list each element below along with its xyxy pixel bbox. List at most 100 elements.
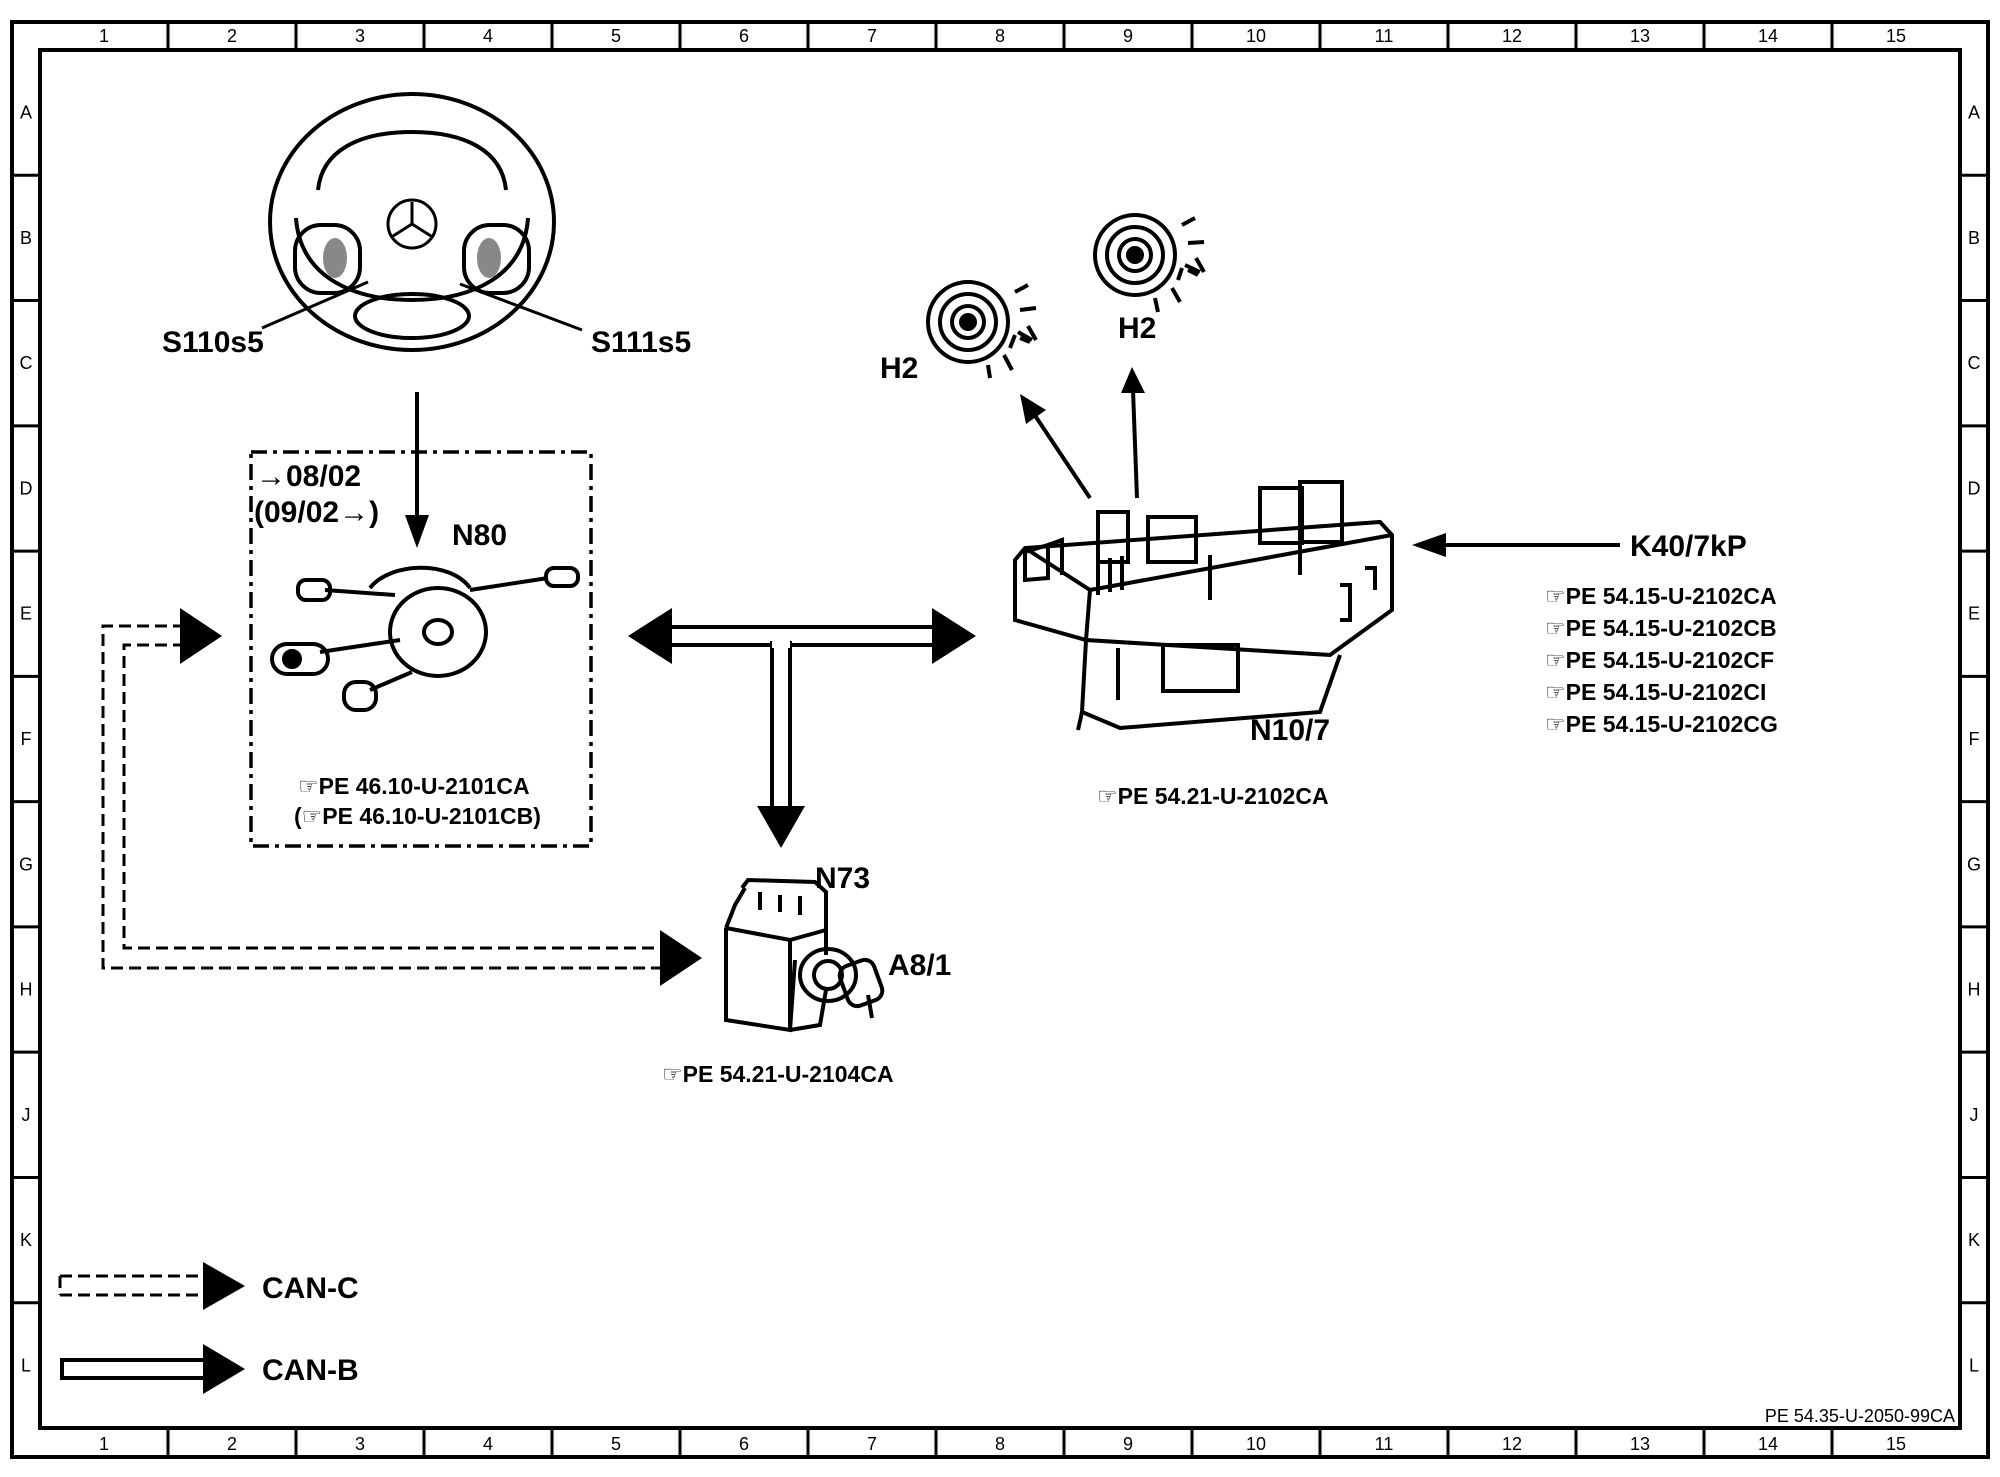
n10-to-h2-right-arrow: [1121, 367, 1145, 499]
n10-to-h2-left-arrow: [1020, 394, 1092, 500]
grid-column-label-top: 15: [1886, 26, 1906, 46]
grid-row-label-left: E: [20, 604, 32, 624]
n80-label: N80: [452, 519, 507, 552]
grid-row-label-right: L: [1969, 1355, 1979, 1375]
a8-1-label: A8/1: [888, 949, 951, 982]
grid-row-label-right: F: [1969, 729, 1980, 749]
n80-ref1: ☞PE 46.10-U-2101CA: [298, 773, 530, 799]
grid-row-label-left: H: [20, 980, 33, 1000]
k40-7kp-reference: ☞PE 54.15-U-2102CI: [1545, 679, 1766, 705]
can-b-bus: [628, 608, 976, 848]
n80-ref2: (☞PE 46.10-U-2101CB): [294, 803, 541, 829]
grid-column-label-top: 14: [1758, 26, 1778, 46]
k40-7kp-reference: ☞PE 54.15-U-2102CA: [1545, 583, 1777, 609]
grid-column-label-top: 2: [227, 26, 237, 46]
grid-column-label-top: 3: [355, 26, 365, 46]
grid-column-label-top: 6: [739, 26, 749, 46]
grid-column-label-top: 10: [1246, 26, 1266, 46]
grid-column-label-top: 4: [483, 26, 493, 46]
n80-variant-box: [249, 450, 593, 848]
wheel-to-n80-arrow: [405, 392, 429, 548]
grid-row-label-right: B: [1968, 228, 1980, 248]
k40-7kp-label: K40/7kP: [1630, 530, 1747, 563]
can-c-arrowhead-n80: [180, 608, 222, 664]
grid-column-label-bottom: 3: [355, 1434, 365, 1454]
n73-label: N73: [815, 862, 870, 895]
grid-row-label-right: J: [1970, 1105, 1979, 1125]
drawing-frame: [10, 20, 1990, 1459]
grid-column-label-bottom: 13: [1630, 1434, 1650, 1454]
can-c-connection: [101, 624, 660, 970]
grid-column-label-bottom: 9: [1123, 1434, 1133, 1454]
n80-validity-to: (09/02→): [254, 496, 379, 529]
grid-labels: 1122334455667788991010111112121313141415…: [19, 26, 1981, 1454]
grid-row-label-left: C: [20, 353, 33, 373]
grid-column-label-bottom: 2: [227, 1434, 237, 1454]
s110s5-label: S110s5: [162, 326, 264, 359]
k40-7kp-reference: ☞PE 54.15-U-2102CB: [1545, 615, 1777, 641]
grid-row-label-left: B: [20, 228, 32, 248]
legend-can-c-symbol: [58, 1262, 245, 1310]
grid-column-label-top: 5: [611, 26, 621, 46]
grid-column-label-bottom: 12: [1502, 1434, 1522, 1454]
grid-column-label-bottom: 5: [611, 1434, 621, 1454]
grid-row-label-right: E: [1968, 604, 1980, 624]
grid-row-label-right: H: [1968, 980, 1981, 1000]
steering-wheel: [268, 92, 556, 352]
grid-row-label-left: A: [20, 103, 32, 123]
grid-column-label-top: 8: [995, 26, 1005, 46]
k40-7kp-reference: ☞PE 54.15-U-2102CF: [1545, 647, 1774, 673]
n73-ref: ☞PE 54.21-U-2104CA: [662, 1061, 894, 1087]
grid-column-label-top: 11: [1375, 26, 1394, 46]
grid-column-label-bottom: 14: [1758, 1434, 1778, 1454]
s111s5-label: S111s5: [591, 326, 691, 359]
grid-column-label-bottom: 6: [739, 1434, 749, 1454]
legend-can-b-symbol: [60, 1344, 245, 1394]
grid-row-label-left: D: [20, 478, 33, 498]
legend-can-c-label: CAN-C: [262, 1272, 359, 1305]
n10-7-ref: ☞PE 54.21-U-2102CA: [1097, 783, 1329, 809]
legend-can-b-label: CAN-B: [262, 1354, 359, 1387]
grid-row-label-right: K: [1968, 1230, 1980, 1250]
mercedes-star-icon: [386, 198, 438, 250]
h2-left-horn-icon: [926, 280, 1038, 379]
grid-column-label-top: 13: [1630, 26, 1650, 46]
h2-right-horn-icon: [1093, 213, 1206, 313]
h2-left-label: H2: [880, 352, 918, 385]
n10-7-sam-module: [1013, 480, 1394, 731]
k40-7kp-references: ☞PE 54.15-U-2102CA ☞PE 54.15-U-2102CB ☞PE …: [1545, 583, 1778, 737]
grid-row-label-left: G: [19, 854, 33, 874]
n80-validity-from: →08/02: [256, 460, 361, 493]
grid-column-label-top: 1: [99, 26, 109, 46]
grid-row-label-left: F: [21, 729, 32, 749]
grid-row-label-left: K: [20, 1230, 32, 1250]
k40-7kp-reference: ☞PE 54.15-U-2102CG: [1545, 711, 1778, 737]
grid-column-label-top: 9: [1123, 26, 1133, 46]
grid-row-label-left: J: [22, 1105, 31, 1125]
n10-7-label: N10/7: [1250, 714, 1330, 747]
grid-column-label-bottom: 15: [1886, 1434, 1906, 1454]
can-c-arrowhead-n73: [660, 930, 702, 986]
grid-column-label-bottom: 10: [1246, 1434, 1266, 1454]
grid-row-label-right: G: [1967, 854, 1981, 874]
s110s5-leader: [261, 280, 369, 330]
s111s5-leader: [459, 282, 583, 332]
grid-column-label-bottom: 11: [1375, 1434, 1394, 1454]
grid-row-label-right: A: [1968, 103, 1980, 123]
grid-row-label-right: C: [1968, 353, 1981, 373]
grid-ticks: [12, 22, 1988, 1457]
grid-row-label-right: D: [1968, 478, 1981, 498]
grid-column-label-top: 7: [867, 26, 877, 46]
grid-column-label-bottom: 1: [99, 1434, 109, 1454]
n73-ignition-switch: [724, 877, 885, 1033]
h2-right-label: H2: [1118, 312, 1156, 345]
grid-column-label-bottom: 7: [867, 1434, 877, 1454]
grid-column-label-top: 12: [1502, 26, 1522, 46]
grid-row-label-left: L: [21, 1355, 31, 1375]
document-id: PE 54.35-U-2050-99CA: [1765, 1406, 1955, 1426]
legend: CAN-C CAN-B: [58, 1262, 359, 1394]
k40-to-n10-arrow: [1412, 533, 1620, 557]
grid-column-label-bottom: 4: [483, 1434, 493, 1454]
